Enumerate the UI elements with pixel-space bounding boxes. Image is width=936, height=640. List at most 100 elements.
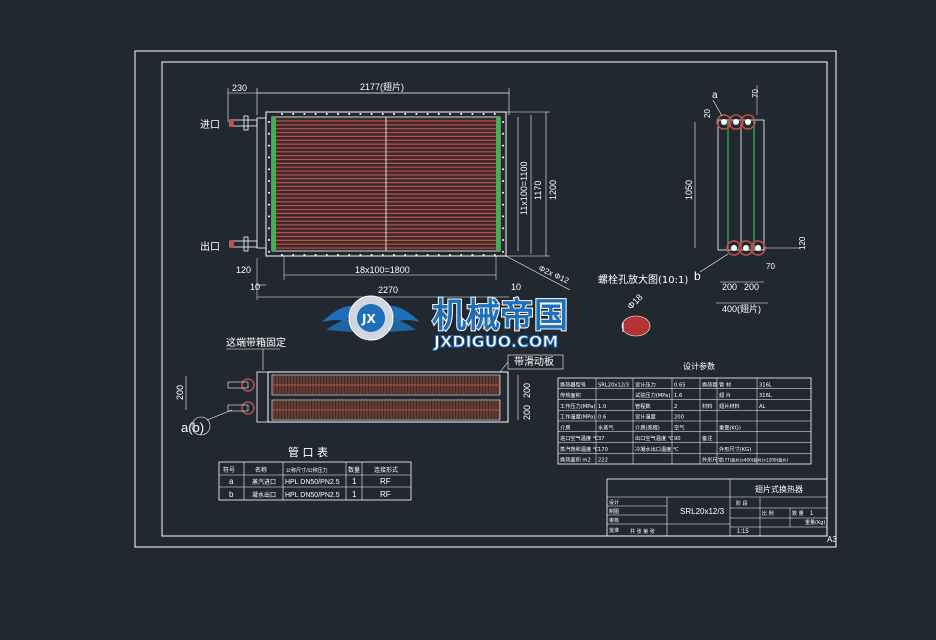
design-param-cell: 设计压力	[635, 380, 656, 388]
bolt-dot	[502, 121, 504, 123]
design-param-cell: 空气	[674, 423, 684, 431]
bolt-dot	[502, 250, 504, 253]
dim-70-top: 70	[751, 89, 760, 98]
bolt-dot	[268, 227, 270, 230]
bolt-dot	[502, 203, 504, 206]
outlet-label: 出口	[200, 240, 220, 253]
bolt-dot	[281, 254, 283, 256]
bolt-dot	[415, 254, 418, 256]
bolt-dot	[502, 239, 504, 241]
callout-a-side: a	[712, 90, 718, 101]
design-param-cell: 设计温度	[635, 413, 656, 421]
bolt-dot	[268, 203, 270, 206]
bolt-dot	[404, 254, 407, 256]
bolt-dot	[381, 254, 384, 256]
callout-ab: a(b)	[181, 420, 204, 435]
design-param-cell: 外形尺寸(KG)	[719, 445, 751, 453]
bolt-dot	[482, 113, 485, 115]
dim-10-left: 10	[250, 282, 260, 292]
tb-label-3: 重量(Kg)	[805, 519, 825, 526]
watermark-en: JXDIGUO.COM	[433, 332, 558, 351]
angle-note: Φ2x Φ12	[537, 264, 571, 286]
design-param-cell: 传热面积	[560, 391, 581, 399]
dim-200-top-left: 200	[175, 385, 185, 400]
design-param-cell: 水蒸气	[598, 423, 614, 431]
bolt-dot	[314, 113, 317, 115]
bolt-dot	[502, 168, 504, 171]
title-block-model: SRL20x12/3	[680, 507, 725, 516]
design-param-cell: AL	[759, 404, 766, 410]
bolt-dot	[393, 254, 395, 256]
inlet-label: 进口	[200, 119, 220, 131]
design-param-cell: 冷凝水出口温度 ℃	[635, 445, 679, 453]
dim-200-right-a: 200	[522, 383, 532, 398]
nozzle-row0-name: 蒸汽进口	[252, 478, 276, 486]
nozzle-head-3: 数量	[348, 466, 360, 474]
bolt-dot	[268, 215, 270, 218]
bolt-dot	[359, 254, 362, 256]
bolt-dot	[281, 113, 283, 115]
nozzle-row1-size: HPL DN50/PN2.5	[285, 492, 340, 499]
detail-label: 螺栓孔放大图(10:1)	[598, 273, 688, 286]
tb-label-2: 数 量	[792, 510, 804, 517]
bolt-dot	[449, 254, 451, 256]
watermark-logo: JX	[361, 312, 376, 326]
nozzle-table-title: 管 口 表	[288, 445, 328, 459]
bolt-dot	[370, 254, 373, 256]
bolt-dot	[502, 132, 504, 135]
design-param-cell: 翅 片	[719, 391, 731, 399]
bolt-dot	[292, 254, 295, 256]
dim-400: 400(翅片)	[722, 303, 761, 314]
bolt-dot	[426, 254, 429, 256]
bolt-dot	[303, 113, 306, 115]
dim-70-bottom: 70	[766, 262, 775, 271]
nozzle-head-1: 名称	[255, 466, 267, 474]
design-param-cell: 0.65	[674, 382, 686, 388]
design-param-cell: 90	[674, 436, 681, 442]
nozzle-row1-conn: RF	[380, 490, 391, 499]
design-param-cell: 0.6	[598, 415, 606, 421]
tb-ratio: 1:15	[737, 529, 749, 535]
design-param-cell: 管 材	[719, 380, 731, 388]
design-param-cell: 200	[674, 415, 684, 421]
dim-11x100: 11x100=1100	[519, 162, 529, 215]
nozzle-row1-sym: b	[229, 490, 234, 499]
callout-b: b	[694, 269, 701, 283]
nozzle-table: 管 口 表 符号 名称 公称尺寸/公称压力 数量 连接形式 a 蒸汽进口 HPL…	[218, 445, 412, 501]
top-view: 这端带箱固定 200 a(b) 带滑动板 200 200	[175, 336, 564, 436]
bolt-dot	[502, 227, 504, 230]
dim-1050: 1050	[684, 180, 694, 200]
dim-overall-length: 2177(翅片)	[360, 81, 404, 92]
watermark-cn: 机械帝国	[432, 296, 568, 336]
dim-200-a: 200	[722, 282, 737, 292]
bolt-dot	[502, 156, 504, 159]
bolt-dot	[502, 191, 504, 194]
design-param-cell: 换热面积 m2	[560, 456, 591, 464]
tb-quantity: 1	[810, 511, 814, 517]
design-param-cell: 备注	[702, 434, 712, 442]
bolt-dot	[502, 215, 504, 218]
bolt-dot	[460, 113, 463, 115]
dim-2270: 2270	[378, 285, 398, 295]
bolt-dot	[404, 113, 407, 115]
design-param-cell: 出口空气温度 ℃	[635, 434, 674, 442]
dim-18x100: 18x100=1800	[355, 265, 410, 275]
dim-120-front: 120	[236, 265, 251, 275]
tb-label-0: 阶 段	[736, 500, 748, 507]
watermark: JX 机械帝国 JXDIGUO.COM	[322, 295, 569, 352]
design-param-cell: SRL20x12/3	[598, 382, 629, 388]
bolt-dot	[449, 113, 451, 115]
design-param-cell: 试验压力(MPa)	[635, 391, 670, 399]
bolt-dot	[471, 254, 474, 256]
nozzle-head-4: 连接形式	[374, 466, 398, 474]
nozzle-head-2: 公称尺寸/公称压力	[286, 467, 328, 474]
bolt-dot	[437, 254, 440, 256]
tb-label-1: 比 例	[762, 510, 774, 517]
bolt-dot	[471, 113, 474, 115]
nozzle-row1-name: 凝水出口	[252, 491, 276, 499]
sheet-size-label: A3	[827, 535, 837, 544]
bolt-dot	[502, 180, 504, 182]
bolt-dot	[348, 254, 351, 256]
